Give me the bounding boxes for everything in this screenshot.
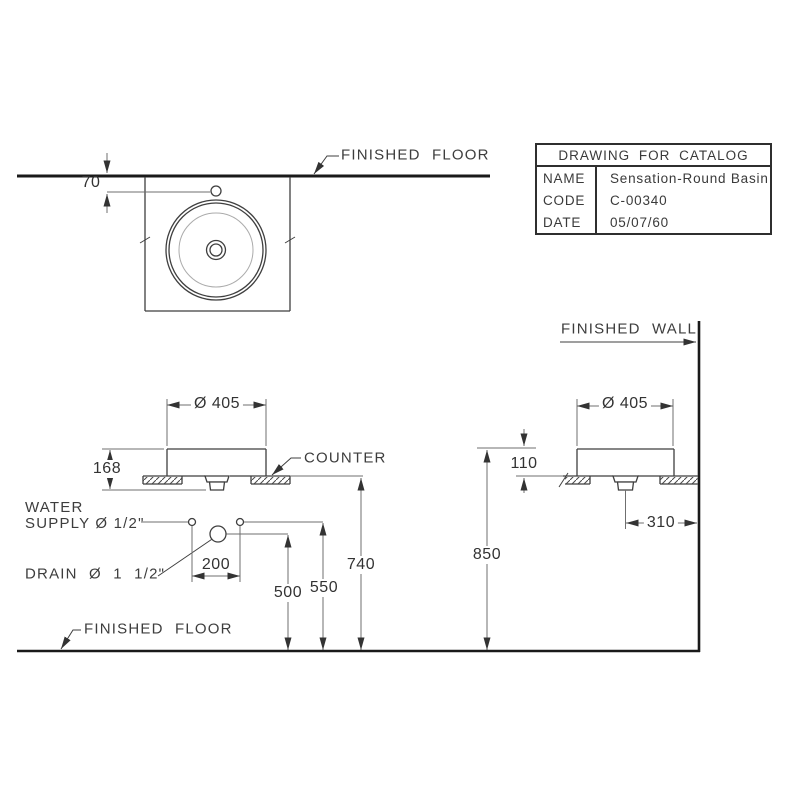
drain-point [209, 525, 227, 543]
plan-finished-floor-label: FINISHED FLOOR [341, 146, 490, 164]
title-block-row-name: NAME Sensation-Round Basin [537, 167, 770, 189]
basin-rim-inner-line [168, 202, 264, 298]
plan-view-object-lines [17, 174, 490, 312]
water-supply-point-left [187, 517, 197, 527]
date-label: DATE [537, 211, 597, 233]
drain-label: DRAIN Ø 1 1/2" [25, 565, 166, 583]
water-supply-point-right [235, 517, 245, 527]
title-block-title: DRAWING FOR CATALOG [537, 145, 770, 167]
dim-740-label: 740 [343, 556, 379, 574]
dim-70-label: 70 [81, 174, 101, 191]
counter-label: COUNTER [304, 449, 387, 467]
front-counter-hatch-left [143, 477, 182, 484]
basin-outer-rim [165, 199, 267, 301]
dim-500-label: 500 [270, 584, 306, 602]
dim-310-label: 310 [643, 514, 679, 532]
front-finished-floor-label: FINISHED FLOOR [84, 620, 233, 638]
finished-wall-label: FINISHED WALL [561, 320, 698, 338]
plan-drain-outer [205, 239, 227, 261]
dim-850-label: 850 [469, 546, 505, 564]
side-counter-hatch-right [660, 477, 698, 484]
dim-110-label: 110 [507, 455, 541, 473]
name-value: Sensation-Round Basin [610, 170, 769, 186]
plan-drain-inner [209, 243, 223, 257]
plan-finished-floor-leader [313, 155, 339, 175]
front-counter-hatch-right [251, 477, 290, 484]
dim-550-label: 550 [306, 579, 342, 597]
code-label: CODE [537, 189, 597, 211]
side-counter-hatch-left [565, 477, 590, 484]
front-drain-flange [204, 475, 230, 483]
plan-view-dimensions [103, 153, 339, 213]
title-block: DRAWING FOR CATALOG NAME Sensation-Round… [535, 143, 772, 235]
counter-break-mark [558, 472, 569, 488]
front-diameter-dim: Ø 405 [190, 395, 244, 413]
break-mark-left [139, 236, 151, 244]
code-value: C-00340 [610, 192, 668, 208]
side-drain-pipe [616, 481, 635, 491]
title-block-row-code: CODE C-00340 [537, 189, 770, 211]
basin-bowl-edge [178, 212, 254, 288]
name-label: NAME [537, 167, 597, 189]
front-view-object-lines [142, 448, 291, 543]
front-drain-pipe [208, 481, 226, 491]
side-diameter-dim: Ø 405 [598, 395, 652, 413]
front-finished-floor-leader [60, 629, 81, 650]
break-mark-right [284, 236, 296, 244]
drain-leader [157, 539, 212, 577]
side-drain-flange [612, 475, 639, 483]
counter-leader [271, 457, 301, 476]
side-view-dimensions [477, 338, 697, 650]
title-block-row-date: DATE 05/07/60 [537, 211, 770, 233]
side-view-object-lines [558, 448, 698, 491]
water-supply-label-line2: SUPPLY Ø 1/2" [25, 515, 145, 532]
dim-168-label: 168 [89, 460, 125, 478]
faucet-hole [210, 185, 222, 197]
water-supply-label-line1: WATER [25, 499, 84, 516]
date-value: 05/07/60 [610, 214, 669, 230]
datum-lines [17, 321, 701, 653]
dim-200-label: 200 [201, 556, 231, 573]
water-supply-label: WATER SUPPLY Ø 1/2" [25, 500, 145, 532]
